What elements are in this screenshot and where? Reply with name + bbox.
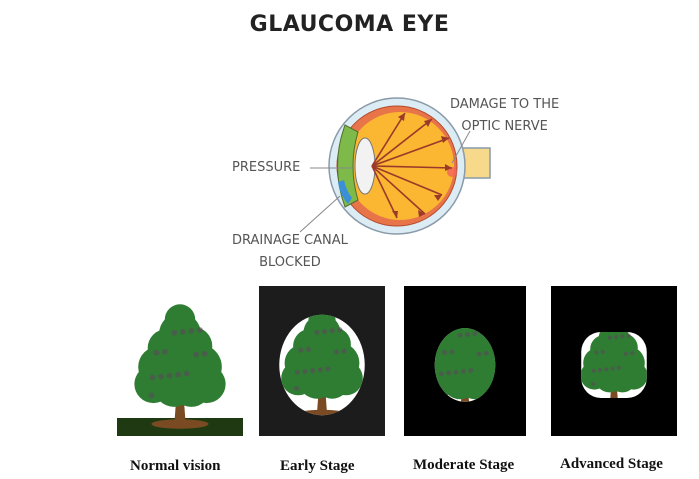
damage-label: DAMAGE TO THE OPTIC NERVE (450, 94, 559, 138)
damage-leader (451, 130, 471, 164)
vision-panel-2 (404, 286, 526, 436)
ray-arrowheads (392, 113, 452, 218)
visible-field (434, 328, 496, 402)
visible-field (581, 332, 647, 398)
vision-panel-3 (551, 286, 677, 436)
drainage-label: DRAINAGE CANAL BLOCKED (232, 230, 348, 274)
visible-field (117, 286, 243, 436)
pressure-label: PRESSURE (232, 160, 301, 175)
nerve-damage-spot (447, 167, 457, 177)
visible-field (279, 314, 365, 416)
stage-label-normal: Normal vision (130, 458, 221, 474)
pressure-rays (371, 112, 453, 219)
stage-label-early: Early Stage (280, 458, 355, 474)
drainage-canal (338, 180, 352, 204)
vision-panel-1 (259, 286, 385, 436)
damage-label-line1: DAMAGE TO THE (450, 97, 560, 112)
stage-label-moderate: Moderate Stage (413, 457, 515, 473)
vision-panel-0 (117, 286, 243, 436)
drainage-label-line2: BLOCKED (259, 255, 321, 270)
eye-diagram (299, 97, 491, 235)
stage-label-advanced: Advanced Stage (560, 456, 663, 472)
page-title: GLAUCOMA EYE (249, 12, 450, 37)
damage-label-line2: OPTIC NERVE (461, 119, 548, 134)
drainage-leader (299, 195, 341, 233)
drainage-label-line1: DRAINAGE CANAL (232, 233, 348, 248)
